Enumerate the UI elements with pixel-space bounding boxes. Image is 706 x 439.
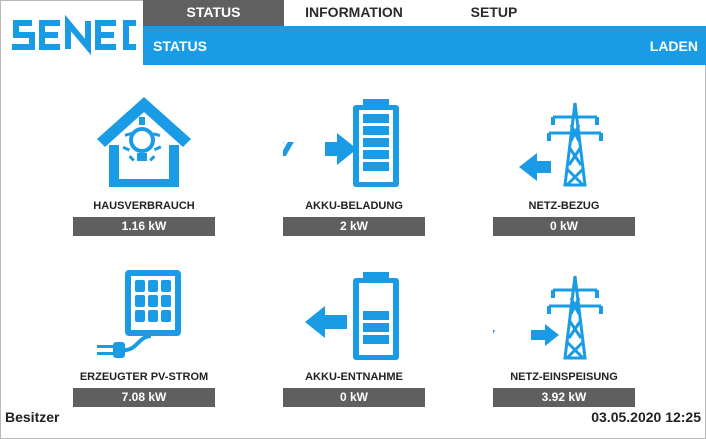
grid-import-icon: [493, 95, 635, 195]
tile-hausverbrauch[interactable]: HAUSVERBRAUCH 1.16 kW: [73, 95, 215, 236]
tile-value: 0 kW: [283, 388, 425, 407]
tile-value: 0 kW: [493, 217, 635, 236]
battery-discharging-icon: [283, 268, 425, 368]
tile-value: 7.08 kW: [73, 388, 215, 407]
top-tab-bar: STATUS INFORMATION SETUP: [143, 0, 706, 26]
solar-panel-icon: [73, 268, 215, 368]
tile-label: NETZ-BEZUG: [528, 200, 600, 212]
tab-status[interactable]: STATUS: [143, 0, 284, 26]
status-title: STATUS: [153, 38, 207, 54]
tile-label: ERZEUGTER PV-STROM: [79, 371, 209, 383]
house-lightbulb-icon: [73, 95, 215, 195]
status-bar: STATUS LADEN: [143, 26, 706, 65]
tile-label: NETZ-EINSPEISUNG: [510, 371, 618, 383]
tile-netz-einspeisung[interactable]: NETZ-EINSPEISUNG 3.92 kW: [477, 268, 635, 409]
tile-label: HAUSVERBRAUCH: [93, 200, 195, 212]
tile-value: 3.92 kW: [493, 388, 635, 407]
tile-value: 1.16 kW: [73, 217, 215, 236]
battery-charging-icon: [269, 95, 425, 195]
datetime: 03.05.2020 12:25: [591, 409, 701, 425]
tile-akku-beladung[interactable]: AKKU-BELADUNG 2 kW: [269, 95, 425, 236]
tile-pv-strom[interactable]: ERZEUGTER PV-STROM 7.08 kW: [73, 268, 215, 409]
tile-label: AKKU-ENTNAHME: [305, 371, 403, 383]
tile-label: AKKU-BELADUNG: [305, 200, 403, 212]
tab-setup[interactable]: SETUP: [470, 4, 518, 20]
tile-netz-bezug[interactable]: NETZ-BEZUG 0 kW: [493, 95, 635, 236]
tile-akku-entnahme[interactable]: AKKU-ENTNAHME 0 kW: [283, 268, 425, 409]
tab-information[interactable]: INFORMATION: [305, 4, 403, 20]
senec-logo: [8, 14, 138, 58]
tile-value: 2 kW: [283, 217, 425, 236]
user-role: Besitzer: [5, 409, 60, 425]
grid-export-icon: [477, 268, 635, 368]
system-state: LADEN: [649, 38, 698, 54]
